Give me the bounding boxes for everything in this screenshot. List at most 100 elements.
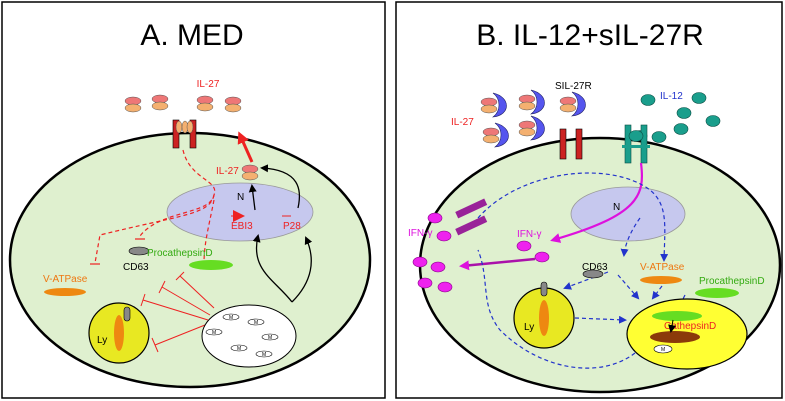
ifn-molecule (412, 256, 428, 268)
inhibit-path-vatpase (94, 194, 215, 264)
il27-sil27r-complex (480, 92, 507, 118)
svg-text:M: M (237, 346, 241, 352)
ifn-molecule (516, 240, 532, 252)
procathepsin-label-a: ProcathepsinD (147, 248, 213, 259)
cd63-b (582, 269, 604, 279)
mito-a: M (205, 328, 223, 336)
panel-a: A. MED IL-27 N EBI3 P28 IL-27 (1, 1, 386, 399)
procathepsin-b (695, 288, 739, 298)
panel-b: B. IL-12+sIL-27R IL-27 SIL-27R IL-12 (395, 1, 783, 399)
mitochondria-cluster-a: M M M M M M (201, 304, 297, 368)
il27-inside-label: IL-27 (216, 166, 239, 177)
mito-a: M (255, 350, 273, 358)
signal-path-vatpase (477, 172, 669, 262)
ifn-molecule (427, 212, 443, 224)
inhibit-path-procathepsin (203, 199, 215, 261)
cathepsin-mature (650, 331, 700, 343)
mito-inhibition-lines (140, 271, 215, 353)
il12-to-ifn-arrow (550, 162, 644, 243)
vatpase-label-b: V-ATPase (640, 262, 685, 273)
il12-molecule (673, 123, 689, 135)
mito-a: M (230, 344, 248, 352)
ifn-molecule (430, 261, 446, 273)
ifn-molecule (417, 277, 433, 289)
ifn-secretion-arrow (459, 257, 536, 271)
il27-molecules (124, 94, 242, 113)
ly-label-a: Ly (97, 335, 107, 346)
il12-molecule (705, 115, 721, 127)
il12-molecule (651, 131, 667, 143)
cathepsin-label: CathepsinD (664, 321, 716, 332)
ebi3-to-il27-arrow (248, 184, 257, 211)
cd63-to-cathepsin-path (617, 274, 640, 300)
mito-a: M (247, 318, 265, 326)
lysosome-to-cathepsin-path (574, 315, 627, 324)
svg-text:M: M (268, 335, 272, 341)
panel-b-title: B. IL-12+sIL-27R (476, 19, 704, 52)
vatpase-to-cathepsin-path (651, 285, 663, 300)
mito-b: M (653, 344, 673, 354)
ifn-molecules-inside (516, 240, 550, 263)
mito-a: M (222, 313, 240, 321)
nucleus-b-label: N (613, 202, 620, 213)
lysosome-b: Ly (513, 281, 575, 349)
il27-molecule (196, 95, 214, 112)
secretion-arrow (237, 131, 254, 163)
cd63-on-lysosome-a (123, 306, 131, 322)
procathepsin-in-compartment (652, 311, 702, 321)
cd63-a (128, 246, 150, 256)
il27-receptor-b (559, 128, 583, 160)
ifn-molecule (534, 251, 550, 263)
procathepsin-to-cathepsin-path (674, 294, 686, 317)
cd63-label-b: CD63 (582, 262, 608, 273)
il27-sil27r-complex (559, 91, 586, 117)
il27-molecule (124, 96, 142, 113)
il12-molecule (691, 92, 707, 104)
il27-sil27r-complexes (480, 89, 586, 148)
il12-bound (628, 130, 644, 142)
svg-text:M: M (212, 330, 216, 336)
il12-molecule (676, 107, 692, 119)
il27-outside-label: IL-27 (197, 79, 220, 90)
ifn-molecules-outside (412, 212, 453, 293)
il27-inside-molecule (241, 164, 259, 181)
il27-receptor-a (172, 119, 197, 149)
nucleus-b (570, 186, 686, 242)
svg-text:M: M (229, 315, 233, 321)
procathepsin-label-b: ProcathepsinD (699, 276, 765, 287)
il12-molecule (640, 94, 656, 106)
il27-molecule (151, 94, 169, 111)
signal-path-cd63 (620, 217, 641, 257)
ly-label-b: Ly (524, 322, 534, 333)
il27-sil27r-complex (482, 122, 509, 148)
il27-inhibition-paths (94, 149, 216, 264)
lysosome-a: Ly (88, 302, 150, 364)
cd63-on-lysosome-b (540, 281, 548, 297)
mito-feedback-path (477, 249, 636, 369)
svg-text:M: M (254, 320, 258, 326)
cd63-label-a: CD63 (123, 262, 149, 273)
svg-text:M: M (661, 347, 665, 353)
vatpase-a (44, 288, 86, 296)
mito-a: M (261, 333, 279, 341)
il27-label-b: IL-27 (451, 117, 474, 128)
ifn-receptor (455, 198, 488, 236)
cathepsin-compartment: CathepsinD M (626, 298, 748, 370)
il27-sil27r-complex (518, 89, 545, 115)
ifn-molecule (436, 230, 452, 242)
sil27r-label: SIL-27R (555, 81, 592, 92)
il12-label: IL-12 (660, 91, 683, 102)
ifn-inside-label: IFN-γ (517, 229, 541, 240)
cell-a (8, 131, 372, 389)
panel-a-title: A. MED (140, 19, 243, 52)
vatpase-label-a: V-ATPase (43, 274, 88, 285)
nucleus-a-label: N (237, 192, 244, 203)
procathepsin-maturation-arrow (668, 319, 677, 333)
p28-label: P28 (283, 221, 301, 232)
mito-to-p28-arrow (291, 236, 313, 303)
ifn-molecule (437, 281, 453, 293)
procathepsin-a (189, 260, 233, 270)
p28-to-il27-arrow (260, 164, 301, 209)
svg-text:M: M (262, 352, 266, 358)
